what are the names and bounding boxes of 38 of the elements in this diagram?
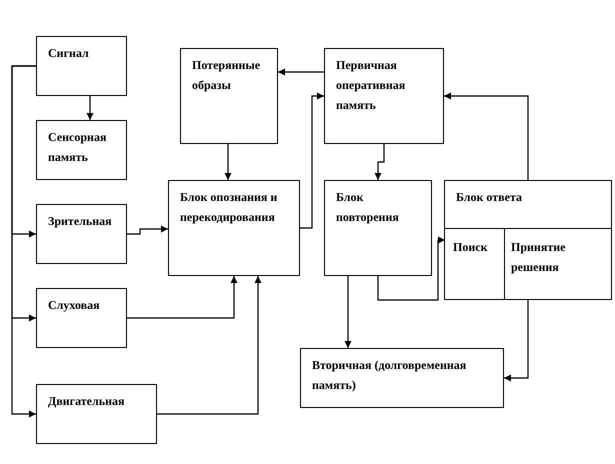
connector-arrow — [224, 144, 232, 180]
connector-arrow — [344, 276, 352, 348]
connector-arrow — [127, 276, 238, 319]
node-label: Блок ответа — [456, 189, 524, 206]
process-box — [300, 348, 504, 408]
node-label: Сигнал — [48, 45, 90, 62]
process-box — [168, 180, 300, 276]
process-box — [324, 48, 444, 144]
connector-arrow — [374, 144, 385, 180]
process-box — [36, 204, 127, 264]
box-section — [445, 228, 505, 299]
connector-arrow — [157, 276, 262, 415]
connector-arrow — [377, 236, 445, 301]
connector-arrow — [86, 96, 94, 120]
node-label: Зрительная — [48, 213, 113, 230]
node-label: Сенсорная память — [48, 129, 108, 166]
connector-arrow — [300, 92, 324, 229]
node-label: Поиск — [453, 239, 488, 256]
process-box — [324, 180, 432, 276]
process-box — [36, 120, 127, 180]
process-box — [180, 48, 278, 144]
node-label: Блок повторения — [336, 189, 400, 226]
node-label: Блок опознания и перекодирования — [180, 189, 278, 226]
node-label: Слуховая — [48, 297, 101, 314]
connector-arrow — [127, 226, 168, 235]
process-box — [36, 36, 127, 96]
connector-arrow — [278, 68, 324, 76]
connector-arrow — [444, 92, 529, 180]
node-label: Двигательная — [48, 393, 126, 410]
node-label: Вторичная (долговременная память) — [312, 357, 468, 394]
node-label: Принятие решения — [511, 239, 566, 276]
process-box — [36, 288, 127, 348]
process-box — [36, 384, 157, 444]
node-label: Потерянные образы — [192, 57, 262, 94]
node-label: Первичная оперативная память — [336, 57, 406, 114]
connector-arrow — [504, 299, 529, 382]
process-box — [444, 180, 612, 300]
connector-arrow — [11, 65, 36, 418]
